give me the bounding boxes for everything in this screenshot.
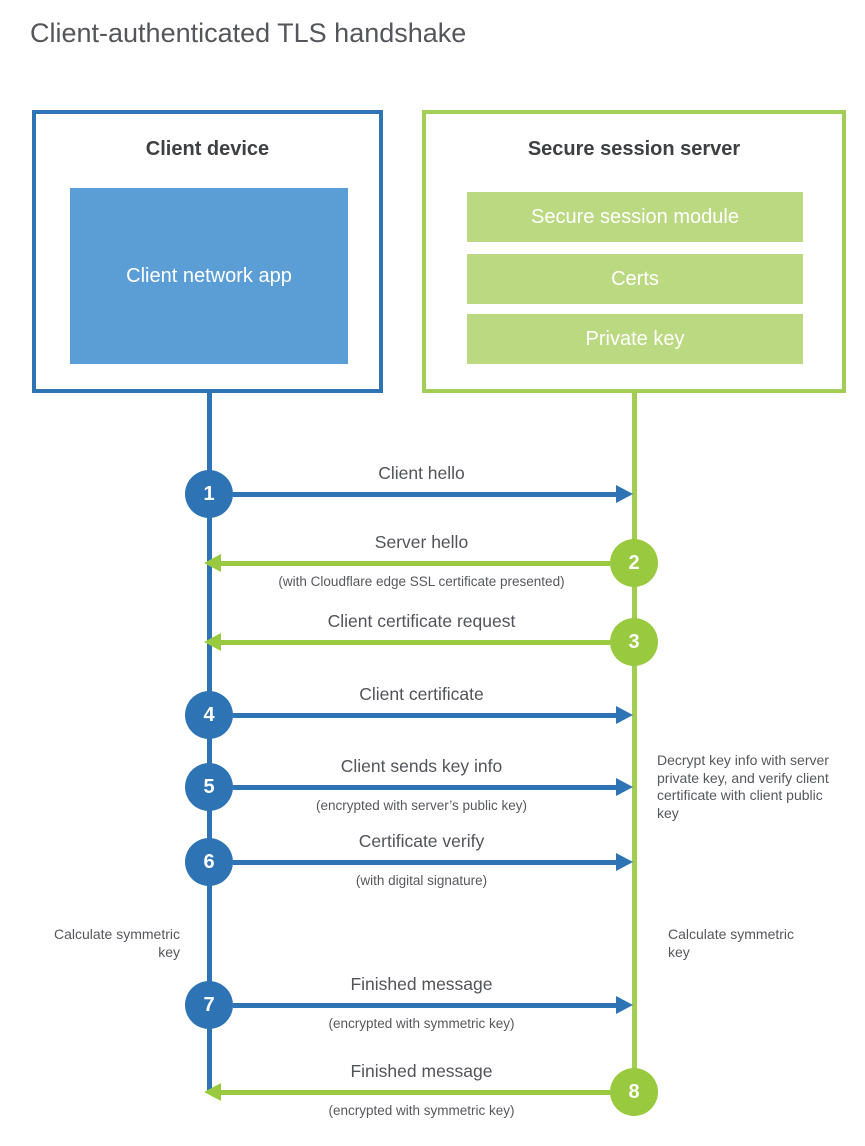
step-1-number-badge: 1	[185, 470, 233, 518]
client-network-app-box: Client network app	[70, 188, 348, 364]
step-4-arrow-line	[233, 713, 616, 718]
step-2-arrowhead-left-icon	[204, 554, 221, 572]
step-7-arrow-line	[233, 1003, 616, 1008]
secure-session-module-bar: Secure session module	[467, 192, 803, 242]
private-key-bar: Private key	[467, 314, 803, 364]
step-4-arrowhead-right-icon	[616, 706, 633, 724]
client-device-box: Client device Client network app	[32, 110, 383, 393]
certs-bar: Certs	[467, 254, 803, 304]
step-7-label: Finished message	[350, 974, 493, 994]
step-8-sublabel: (encrypted with symmetric key)	[328, 1103, 515, 1118]
secure-session-server-title: Secure session server	[527, 138, 741, 160]
step-6-number-badge: 6	[185, 838, 233, 886]
step-5-arrow-line	[233, 785, 616, 790]
step-5-number-badge: 5	[185, 763, 233, 811]
step-6-sublabel: (with digital signature)	[355, 873, 488, 888]
step-1-arrowhead-right-icon	[616, 485, 633, 503]
step-3-number-badge: 3	[610, 618, 658, 666]
step-6-label: Certificate verify	[358, 831, 485, 851]
step-5-arrowhead-right-icon	[616, 778, 633, 796]
step-6-arrow-line	[233, 860, 616, 865]
step-8-number-badge: 8	[610, 1068, 658, 1116]
step-2-sublabel: (with Cloudflare edge SSL certificate pr…	[278, 574, 565, 589]
step-5-label: Client sends key info	[340, 756, 503, 776]
step-4-label: Client certificate	[359, 684, 484, 704]
step-7-number-badge: 7	[185, 981, 233, 1029]
page-title: Client-authenticated TLS handshake	[30, 18, 467, 48]
step-6-arrowhead-right-icon	[616, 853, 633, 871]
client-lifeline	[207, 392, 212, 1093]
step-7-arrowhead-right-icon	[616, 996, 633, 1014]
calculate-symmetric-key-note-client: Calculate symmetric key	[53, 926, 180, 960]
client-network-app-label: Client network app	[126, 264, 292, 287]
step-2-number-badge: 2	[610, 539, 658, 587]
step-8-label: Finished message	[350, 1061, 493, 1081]
step-3-arrow-line	[221, 640, 610, 645]
step-7-sublabel: (encrypted with symmetric key)	[328, 1016, 515, 1031]
step-1-arrow-line	[233, 492, 616, 497]
step-2-arrow-line	[221, 561, 610, 566]
step-1-label: Client hello	[378, 463, 465, 483]
step-2-label: Server hello	[374, 532, 469, 552]
step-8-arrow-line	[221, 1090, 610, 1095]
client-device-title: Client device	[145, 138, 270, 160]
step-5-sublabel: (encrypted with server’s public key)	[315, 798, 528, 813]
step-3-arrowhead-left-icon	[204, 633, 221, 651]
decrypt-key-note: Decrypt key info with server private key…	[657, 752, 829, 821]
calculate-symmetric-key-note-server: Calculate symmetric key	[668, 926, 795, 960]
step-8-arrowhead-left-icon	[204, 1083, 221, 1101]
server-lifeline	[632, 392, 637, 1094]
step-4-number-badge: 4	[185, 691, 233, 739]
secure-session-server-box: Secure session server Secure session mod…	[422, 110, 846, 393]
step-3-label: Client certificate request	[327, 611, 516, 631]
